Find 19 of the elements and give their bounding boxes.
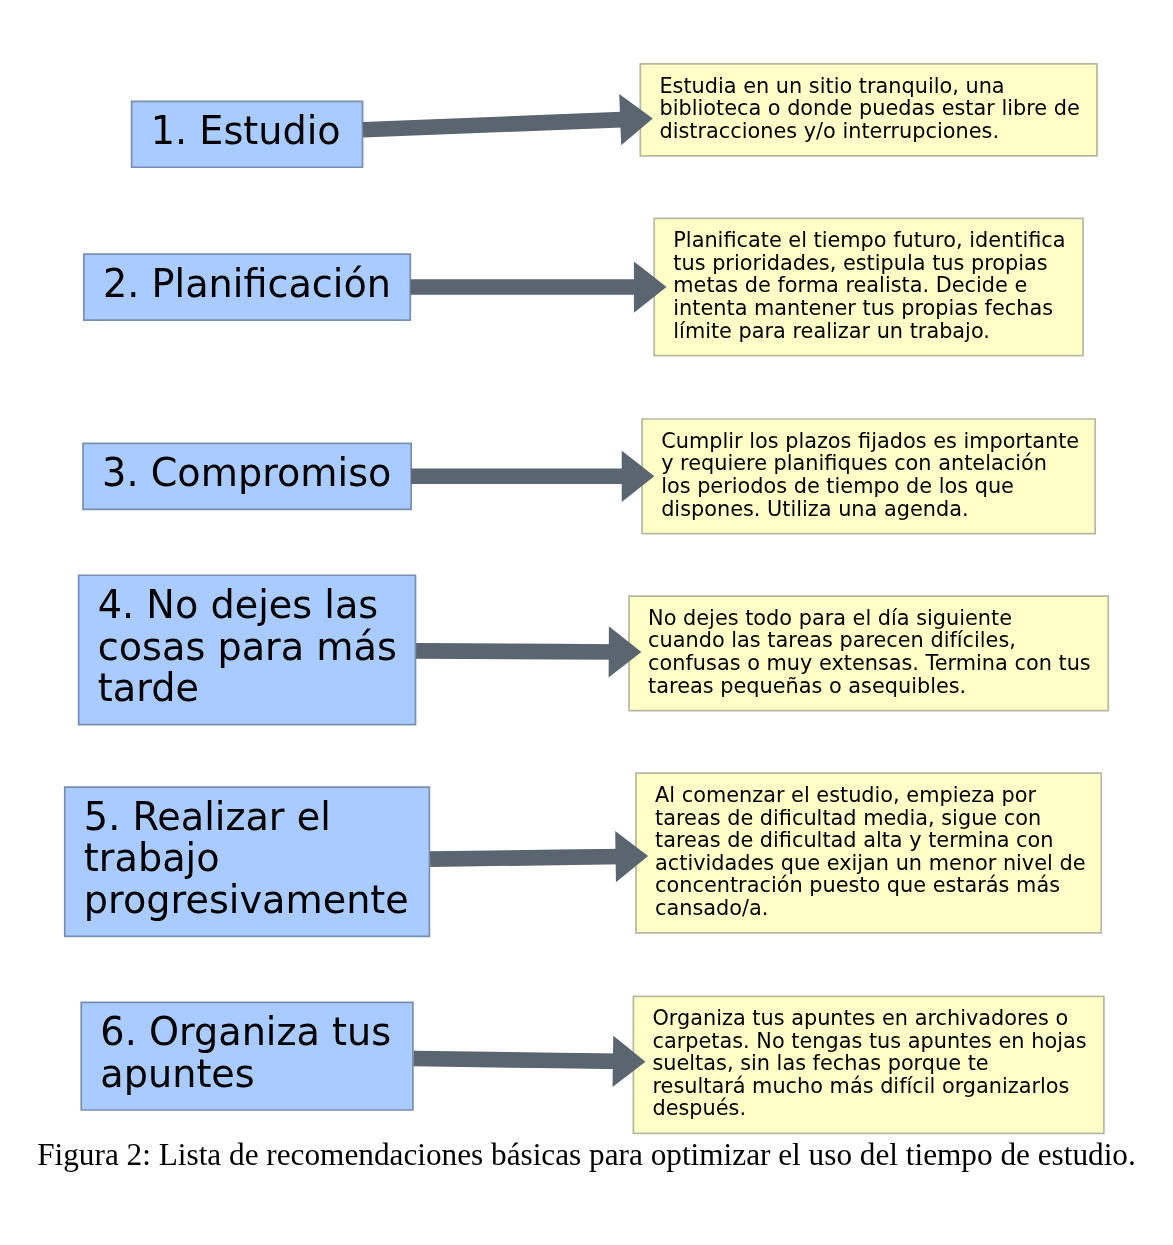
node-box: Organiza tus apuntes en archivadores o carpetas. No tengas tus apuntes en hojas sueltas, sin las fechas porque te resultará mucho más difícil organizarlos después. (632, 994, 1105, 1134)
arrow (416, 625, 642, 678)
arrow (430, 830, 649, 882)
node-box: 1. Estudio (130, 99, 364, 168)
node-box: Estudia en un sitio tranquilo, una biblioteca o donde puedas estar libre de distracciones y/o interrupciones. (639, 62, 1098, 157)
node-box: 4. No dejes las cosas para más tarde (77, 573, 417, 725)
node-box: Al comenzar el estudio, empieza por tareas de dificultad media, sigue con tareas de dificultad alta y termina con actividades que exijan un menor nivel de concentración puesto que estarás más cansado/a. (635, 771, 1103, 934)
arrow (362, 93, 653, 145)
arrow (413, 1035, 646, 1087)
node-box: 6. Organiza tus apuntes (80, 1001, 414, 1111)
node-box: No dejes todo para el día siguiente cuando las tareas parecen difíciles, confusas o muy extensas. Termina con tus tareas pequeñas o asequibles. (628, 594, 1110, 712)
node-box: 3. Compromiso (82, 441, 412, 510)
caption: Figura 2: Lista de recomendaciones básicas para optimizar el uso del tiempo de estudio. (37, 1136, 1136, 1172)
arrow (410, 260, 667, 313)
node-box: 2. Planificación (83, 252, 412, 321)
node-box: Planificate el tiempo futuro, identifica tus prioridades, estipula tus propias metas de forma realista. Decide e intenta mantener tus propias fechas límite para realizar un trabajo. (653, 217, 1084, 356)
arrow (411, 450, 655, 502)
node-box: 5. Realizar el trabajo progresivamente (63, 785, 431, 937)
node-box: Cumplir los plazos fijados es importante y requiere planifiques con antelación los periodos de tiempo de los que dispones. Utiliza una agenda. (641, 417, 1097, 534)
